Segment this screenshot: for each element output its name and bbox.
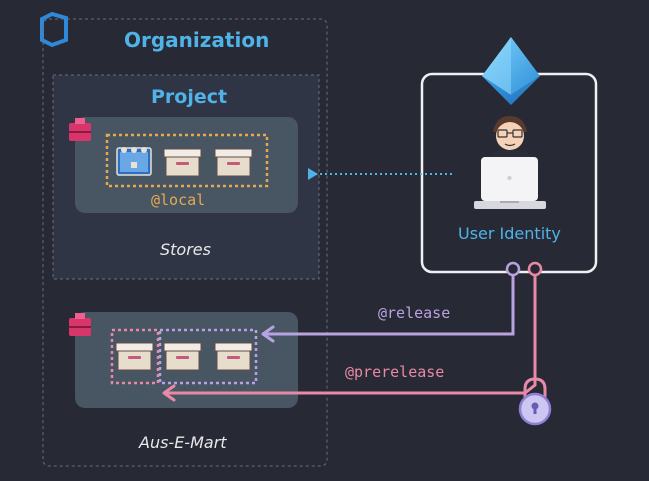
stores-label: Stores — [160, 240, 211, 259]
release-view-outline — [158, 328, 258, 385]
package-icon — [214, 148, 253, 177]
laptop-icon — [474, 157, 546, 209]
organization-title: Organization — [124, 28, 270, 52]
prerelease-view-label: @prerelease — [345, 363, 445, 381]
prerelease-view-outline — [110, 328, 160, 385]
lock-icon — [518, 377, 552, 426]
package-icon — [163, 148, 202, 177]
organization-box — [42, 18, 328, 467]
feed-icon — [69, 313, 91, 336]
package-icon — [115, 342, 154, 371]
local-view-label: @local — [151, 191, 206, 209]
prerelease-connector — [527, 261, 543, 277]
prerelease-arrow — [165, 275, 537, 395]
user-icon — [488, 116, 532, 158]
azure-devops-icon — [40, 11, 68, 48]
release-connector — [505, 261, 521, 277]
local-view-outline — [105, 133, 269, 188]
project-title: Project — [151, 86, 228, 108]
package-icon — [214, 342, 253, 371]
user-identity-label: User Identity — [458, 224, 561, 243]
aus-e-mart-label: Aus-E-Mart — [139, 433, 227, 452]
release-view-label: @release — [378, 304, 451, 322]
feed-icon — [69, 118, 91, 141]
package-icon — [163, 342, 202, 371]
upstream-package-icon — [116, 147, 152, 176]
azure-ad-icon — [482, 37, 540, 105]
release-arrow — [264, 275, 515, 336]
